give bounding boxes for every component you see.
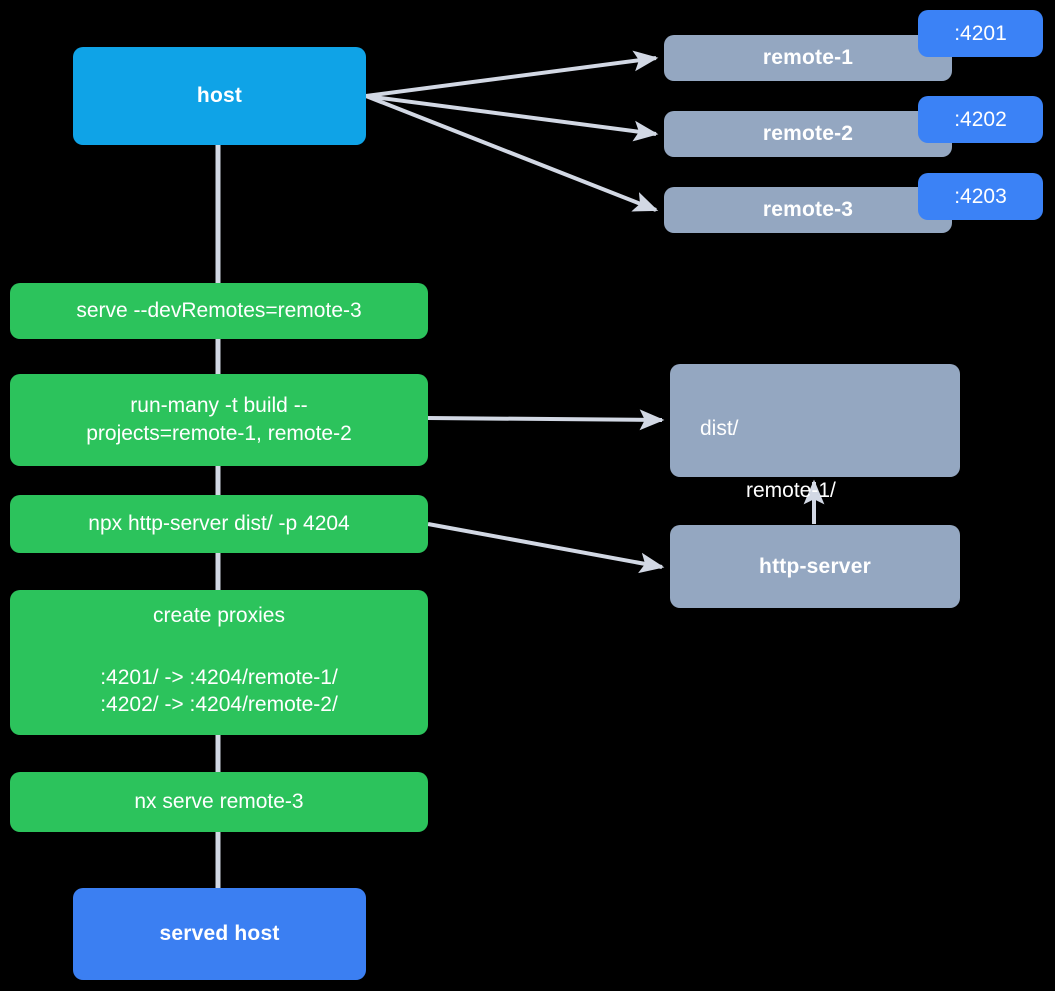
node-host-label: host — [196, 84, 243, 108]
node-http-server-label: http-server — [759, 554, 871, 578]
dist-child-1-label: remote-1/ — [746, 479, 836, 503]
node-command-nx-serve-remote-3[interactable]: nx serve remote-3 — [10, 772, 428, 832]
node-command-npx-http-server-label: npx http-server dist/ -p 4204 — [88, 512, 350, 536]
node-host[interactable]: host — [73, 47, 366, 145]
node-remote-2[interactable]: remote-2 — [664, 111, 952, 157]
port-badge-remote-1-label: :4201 — [954, 21, 1007, 45]
node-http-server[interactable]: http-server — [670, 525, 960, 608]
node-command-run-many-label: run-many -t build -- projects=remote-1, … — [86, 394, 352, 445]
node-command-create-proxies-label: create proxies — [153, 604, 285, 627]
node-command-serve-devremotes-label: serve --devRemotes=remote-3 — [76, 299, 362, 323]
port-badge-remote-3-label: :4203 — [954, 184, 1007, 208]
node-command-run-many[interactable]: run-many -t build -- projects=remote-1, … — [10, 374, 428, 466]
node-remote-3[interactable]: remote-3 — [664, 187, 952, 233]
node-command-create-proxies[interactable]: create proxies :4201/ -> :4204/remote-1/… — [10, 590, 428, 735]
edge-host-to-remote-3 — [365, 94, 659, 212]
node-command-nx-serve-remote-3-label: nx serve remote-3 — [134, 790, 304, 814]
edge-run-many-to-dist — [427, 409, 665, 431]
node-remote-1[interactable]: remote-1 — [664, 35, 952, 81]
node-served-host[interactable]: served host — [73, 888, 366, 980]
edge-host-to-remote-2 — [365, 94, 659, 142]
dist-root-label: dist/ — [700, 417, 739, 441]
proxy-rule-1: :4201/ -> :4204/remote-1/ — [100, 665, 338, 689]
port-badge-remote-2-label: :4202 — [954, 107, 1007, 131]
port-badge-remote-3[interactable]: :4203 — [918, 173, 1043, 220]
node-served-host-label: served host — [159, 922, 280, 946]
node-command-npx-http-server[interactable]: npx http-server dist/ -p 4204 — [10, 495, 428, 553]
node-remote-1-label: remote-1 — [762, 46, 854, 70]
port-badge-remote-1[interactable]: :4201 — [918, 10, 1043, 57]
edge-npx-to-http-server — [427, 522, 665, 574]
node-dist-folder[interactable]: dist/ remote-1/ remote-2/ — [670, 364, 960, 564]
node-remote-2-label: remote-2 — [762, 122, 854, 146]
port-badge-remote-2[interactable]: :4202 — [918, 96, 1043, 143]
node-remote-3-label: remote-3 — [762, 198, 854, 222]
edge-host-to-remote-1 — [365, 50, 659, 98]
node-command-serve-devremotes[interactable]: serve --devRemotes=remote-3 — [10, 283, 428, 339]
proxy-rule-2: :4202/ -> :4204/remote-2/ — [100, 693, 338, 717]
